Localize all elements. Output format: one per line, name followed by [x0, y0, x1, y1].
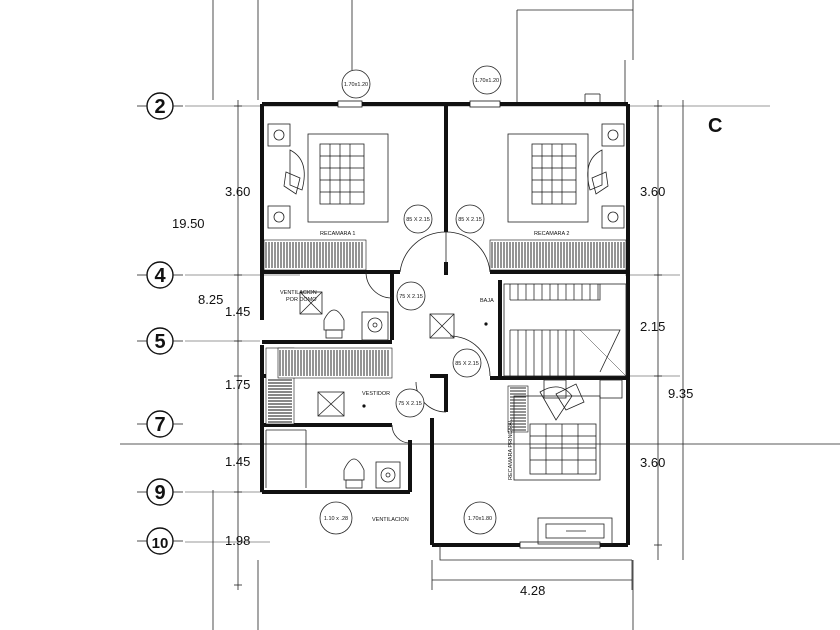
- tag-text: 1.70x1.20: [344, 82, 368, 88]
- dim-seg-right: 2.15: [640, 319, 665, 334]
- label-ventilacion: VENTILACION: [372, 517, 409, 523]
- axis-marker-5: 5: [137, 327, 183, 355]
- closets: [263, 239, 627, 271]
- upper-bath: VENTILACION POR DOMO: [280, 290, 389, 341]
- windows: [337, 100, 601, 549]
- tag-door: 75 X 2.15: [395, 388, 425, 418]
- lower-bath: VENTILACION: [265, 429, 409, 523]
- axis-label: 5: [154, 331, 165, 353]
- dim-seg-left: 1.45: [225, 304, 250, 319]
- dim-seg-right: 3.60: [640, 455, 665, 470]
- axis-marker-10: 10: [137, 527, 183, 555]
- tag-text: 1.70x1.80: [468, 516, 492, 522]
- bottom-dimension: 4.28: [431, 560, 633, 598]
- tag-text: 75 X 2.15: [399, 294, 423, 300]
- tag-window: 1.70x1.20: [472, 65, 502, 95]
- tag-text: 75 X 2.15: [398, 401, 422, 407]
- bed-1: RECAMARA 1: [267, 123, 389, 237]
- axis-marker-4: 4: [137, 261, 183, 289]
- axis-label: 7: [154, 414, 165, 436]
- tag-bubbles: 1.70x1.20 1.70x1.20 85 X 2.15 85 X 2.15 …: [319, 65, 502, 535]
- room-label-vent-sub: POR DOMO: [286, 297, 317, 303]
- dim-seg-left: 1.45: [225, 454, 250, 469]
- tag-door: 75 X 2.15: [396, 281, 426, 311]
- dim-seg-left: 1.75: [225, 377, 250, 392]
- tag-window: 1.70x1.80: [463, 501, 497, 535]
- tag-door: 85 X 2.15: [403, 204, 433, 234]
- tag-text: 85 X 2.15: [455, 361, 479, 367]
- dim-total-right: 9.35: [668, 386, 693, 401]
- dim-seg-right: 3.60: [640, 184, 665, 199]
- tag-window: 1.70x1.20: [341, 69, 371, 99]
- tag-door: 85 X 2.15: [452, 348, 482, 378]
- room-label-master: RECAMARA PRINCIPAL: [508, 419, 514, 480]
- bed-2: RECAMARA 2: [507, 123, 625, 237]
- walls: [260, 102, 632, 561]
- tag-text: 1.10 x .28: [324, 516, 348, 522]
- stairs: [503, 283, 627, 377]
- left-dimensions: 19.50 8.25 3.60 1.45 1.75 1.45 1.98: [172, 100, 250, 590]
- dim-partial-left: 8.25: [198, 292, 223, 307]
- tag-text: 85 X 2.15: [458, 217, 482, 223]
- title-fragment: C: [708, 115, 722, 137]
- axis-marker-2: 2: [137, 92, 183, 120]
- hall-skylight: BAJA: [429, 298, 494, 339]
- dim-seg-left: 3.60: [225, 184, 250, 199]
- master-bedroom: RECAMARA PRINCIPAL: [507, 379, 623, 545]
- axis-label: 9: [154, 482, 165, 504]
- tag-text: 85 X 2.15: [406, 217, 430, 223]
- axis-marker-7: 7: [137, 410, 183, 438]
- label-baja: BAJA: [480, 298, 494, 304]
- room-label-vent: VENTILACION: [280, 290, 317, 296]
- tag-door: 85 X 2.15: [455, 204, 485, 234]
- axis-label: 4: [154, 265, 166, 287]
- vestidor: VESTIDOR: [265, 347, 393, 425]
- room-label-bed1: RECAMARA 1: [320, 231, 355, 237]
- room-label-bed2: RECAMARA 2: [534, 231, 569, 237]
- dim-total-left: 19.50: [172, 216, 205, 231]
- axis-label: 2: [154, 96, 165, 118]
- doors: [365, 231, 491, 444]
- tag-text: 1.70x1.20: [475, 78, 499, 84]
- dim-seg-left: 1.98: [225, 533, 250, 548]
- dim-bottom: 4.28: [520, 583, 545, 598]
- axis-label: 10: [152, 535, 169, 552]
- axis-markers: 2 4 5 7 9 10: [137, 92, 183, 555]
- tag-window: 1.10 x .28: [319, 501, 353, 535]
- axis-marker-9: 9: [137, 478, 183, 506]
- room-label-vestidor: VESTIDOR: [362, 391, 390, 397]
- right-dimensions: 3.60 2.15 3.60 9.35 C: [640, 100, 722, 560]
